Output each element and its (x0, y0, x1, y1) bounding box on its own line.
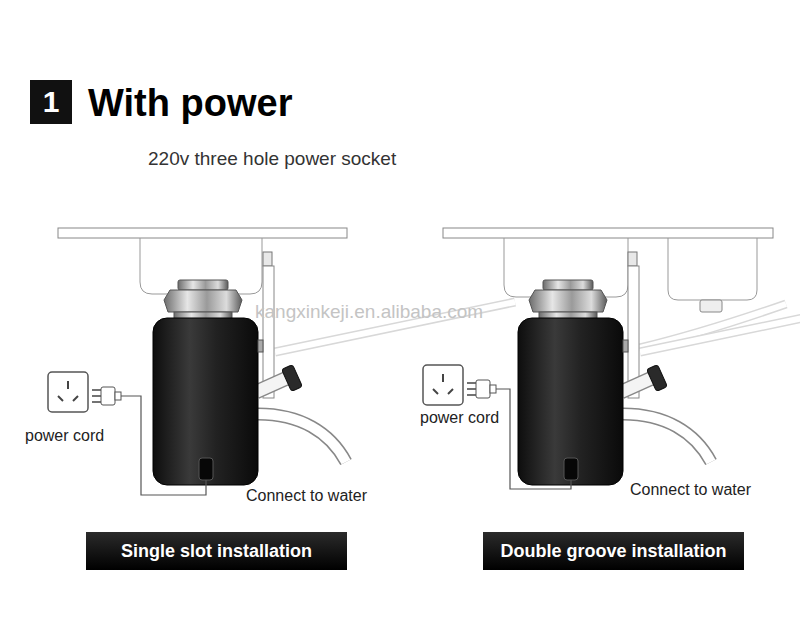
drain-fitting (700, 300, 722, 312)
countertop (58, 228, 347, 238)
part-label: Connect to water (630, 482, 751, 498)
heading: With power (88, 84, 292, 122)
caption-band: Double groove installation (483, 532, 744, 570)
power-cord-line (496, 389, 571, 489)
part-label: power cord (25, 428, 104, 444)
part-label: power cord (420, 410, 499, 426)
power-cord-line (121, 396, 206, 495)
part-label: Connect to water (246, 488, 367, 504)
watermark: kangxinkeji.en.alibaba.com (255, 302, 483, 321)
socket-and-plug (48, 372, 121, 412)
caption-text: Single slot installation (121, 542, 312, 560)
countertop (443, 228, 773, 238)
sink-bowl (668, 238, 757, 300)
step-number: 1 (43, 87, 60, 117)
disposer (518, 252, 800, 485)
subtitle: 220v three hole power socket (148, 149, 396, 168)
caption-text: Double groove installation (500, 542, 726, 560)
disposer (153, 252, 515, 485)
step-number-box: 1 (30, 80, 72, 124)
caption-band: Single slot installation (86, 532, 347, 570)
socket-and-plug (423, 365, 496, 405)
